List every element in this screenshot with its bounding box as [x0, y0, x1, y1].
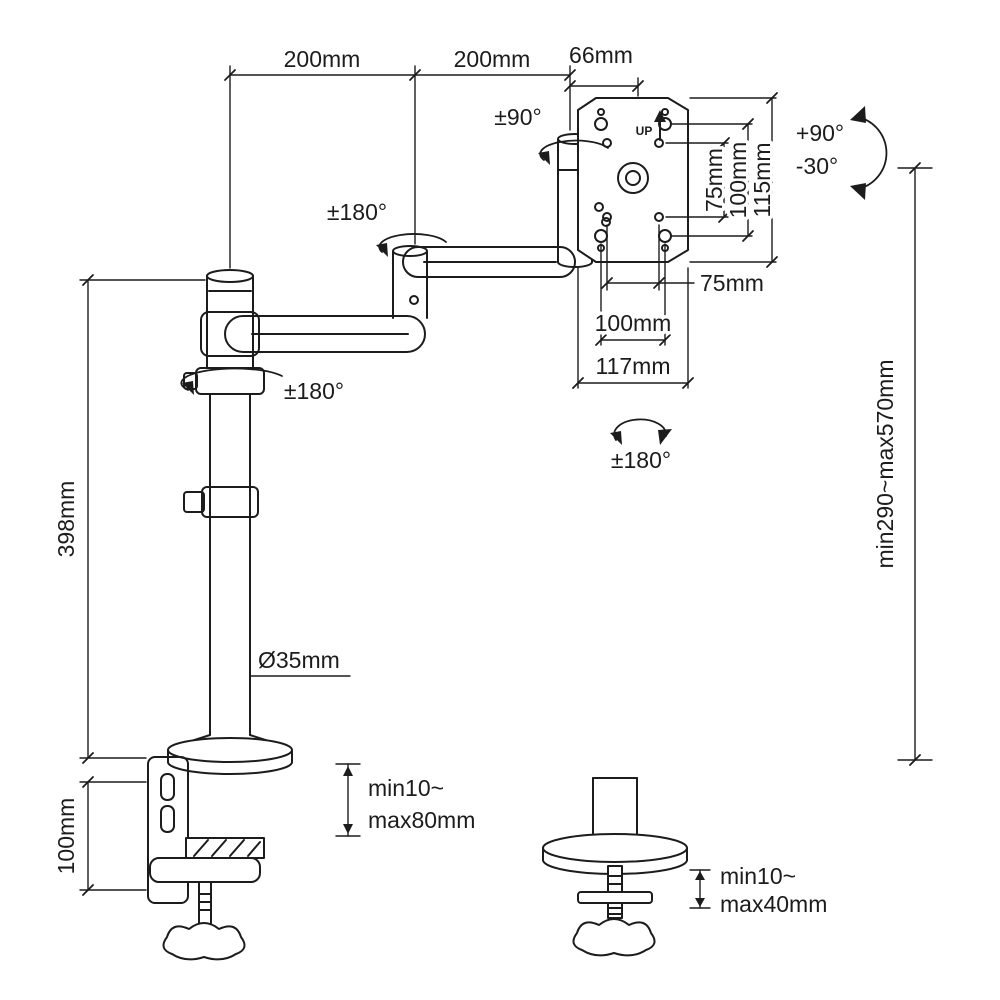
- dim-plate-width-label: 117mm: [596, 353, 671, 379]
- dim-vesa-h-inner-label: 75mm: [700, 270, 764, 296]
- dim-vesa-v-inner-label: 75mm: [701, 148, 727, 212]
- labels-layer: 200mm 200mm 66mm ±90° ±180° ±180° ±180° …: [50, 39, 902, 921]
- desk-clamp: [147, 756, 265, 961]
- angle-pole-swivel-label: ±180°: [284, 378, 344, 404]
- dim-pole-length-label: 398mm: [53, 481, 79, 558]
- angle-head-swivel-label: ±90°: [494, 104, 541, 130]
- vesa-up-label: UP: [636, 124, 653, 138]
- angle-tilt-up-label: +90°: [796, 120, 844, 146]
- arrowheads: [182, 106, 866, 907]
- vesa-plate: [577, 97, 689, 263]
- elbow-swivel-arc: [378, 233, 447, 253]
- dim-grommet-thickness-line1: min10~: [720, 863, 796, 889]
- dim-arm2-label: 200mm: [454, 46, 531, 72]
- dim-arm1-label: 200mm: [284, 46, 361, 72]
- dim-clamp-thickness-line1: min10~: [368, 775, 444, 801]
- dim-head-offset-label: 66mm: [569, 42, 633, 68]
- dim-vesa-h-outer-label: 100mm: [595, 310, 672, 336]
- vesa-rotation-arc: [613, 418, 668, 441]
- pole-swivel-arc: [180, 367, 283, 391]
- grommet-mount: [542, 777, 688, 957]
- dimension-ticks: [82, 69, 921, 896]
- clamp-wing-knob: [162, 922, 246, 961]
- dim-grommet-thickness-line2: max40mm: [720, 891, 827, 917]
- dim-clamp-height-label: 100mm: [53, 798, 79, 875]
- dim-plate-height-label: 115mm: [749, 143, 775, 218]
- arm-assembly: [200, 133, 593, 357]
- dim-vesa-v-outer-label: 100mm: [725, 142, 751, 219]
- dim-clamp-thickness-line2: max80mm: [368, 807, 475, 833]
- up-arrowhead: [654, 110, 666, 122]
- dim-height-range-label: min290~max570mm: [872, 359, 898, 568]
- dimension-lines: [79, 65, 933, 909]
- grommet-wing-knob: [572, 918, 656, 957]
- angle-elbow-swivel-label: ±180°: [327, 199, 387, 225]
- angle-vesa-rotation-label: ±180°: [611, 447, 671, 473]
- angle-tilt-down-label: -30°: [796, 153, 838, 179]
- tilt-arc: [857, 116, 888, 190]
- dim-pole-diameter-label: Ø35mm: [258, 647, 340, 673]
